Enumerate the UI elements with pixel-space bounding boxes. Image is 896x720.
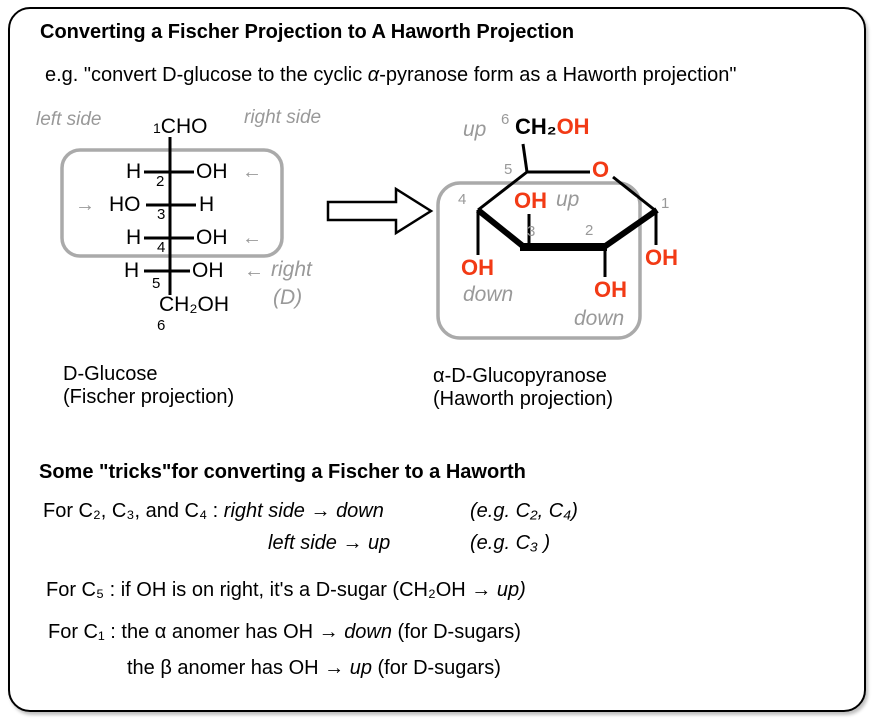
haworth-c4-oh: OH [461,255,494,280]
haworth-highlight-box [436,181,642,340]
haworth-up-c6-label: up [463,118,487,141]
fischer-c5-right-atom: OH [192,259,224,282]
fischer-c4-number: 4 [157,239,166,256]
bond-o-c1 [612,175,657,213]
haworth-c2-number: 2 [585,222,594,239]
fischer-caption: D-Glucose (Fischer projection) [63,363,234,409]
trick-rule-c234: For C₂, C₃, and C₄ : right side → down [43,500,384,522]
haworth-c3-number: 3 [527,223,536,240]
haworth-c5-number: 5 [504,161,513,178]
rule1-down: down [336,500,384,522]
haworth-c6-formula: CH₂OH [515,114,590,139]
subtitle-text-pre: e.g. "convert D-glucose to the cyclic [45,64,368,86]
rule1-example: (e.g. C₂, C₄) [470,500,578,522]
rule5-pre: the β anomer has OH → [127,657,350,679]
fischer-c6-formula: CH₂OH [159,293,229,316]
outer-border [8,7,866,712]
haworth-c3-oh: OH [514,188,547,213]
trick-rule-c1-alpha: For C₁ : the α anomer has OH → down (for… [48,621,521,643]
haworth-c2-oh: OH [594,277,627,302]
haworth-c6-oh: OH [556,114,590,139]
haworth-caption-type: (Haworth projection) [433,388,614,410]
haworth-c1-oh: OH [645,245,678,270]
haworth-c1-number: 1 [661,195,670,212]
haworth-c4-number: 4 [458,191,467,208]
fischer-c1-group: 1CHO [153,115,207,138]
fischer-d-config-label: (D) [273,286,303,309]
bond-c5-c4 [477,170,528,212]
fischer-c5-number: 5 [152,275,161,292]
haworth-caption-name: α-D-Glucopyranose [433,365,607,387]
rule4-down: down [344,621,392,643]
haworth-down-c2-label: down [574,307,625,330]
page-title: Converting a Fischer Projection to A Haw… [40,21,575,43]
bond-c4-c3-wedge [476,207,526,250]
fischer-c4-left-atom: H [126,226,142,249]
conversion-arrow [326,186,434,236]
fischer-c5-left-atom: H [124,259,140,282]
rule1-arrow: → [304,500,337,522]
fischer-c2-arrow-icon: ← [242,161,262,183]
fischer-c1-formula: CHO [160,115,208,138]
haworth-caption: α-D-Glucopyranose (Haworth projection) [433,365,613,411]
trick-rule-left-side: left side → up [268,532,391,554]
rule5-up: up [349,657,372,679]
fischer-c3-arrow-icon: → [75,194,95,216]
rule1-right-side: right side [223,500,305,522]
rule5-post: (for D-sugars) [371,657,501,679]
fischer-c3-left-atom: HO [109,193,141,216]
page-subtitle: e.g. "convert D-glucose to the cyclic α-… [45,64,736,86]
trick-rule-c1-beta: the β anomer has OH → up (for D-sugars) [127,657,501,679]
rule4-pre: For C₁ : the α anomer has OH → [48,621,345,643]
rule4-post: (for D-sugars) [392,621,521,643]
fischer-c2-number: 2 [156,173,165,190]
fischer-c1-number: 1 [153,120,161,136]
rule3-pre: For C₅ : if OH is on right, it's a D-sug… [46,579,497,601]
haworth-c6-number: 6 [501,111,510,128]
rule3-up: up) [496,579,526,601]
tricks-heading: Some "tricks"for converting a Fischer to… [39,461,526,483]
fischer-c4-right-atom: OH [196,226,228,249]
fischer-c6-number: 6 [157,317,166,334]
trick-rule-c5: For C₅ : if OH is on right, it's a D-sug… [46,579,526,601]
fischer-c5-arrow-icon: ← [244,260,264,282]
fischer-c3-right-atom: H [199,193,215,216]
bond-c2-c1-wedge [602,207,659,250]
subtitle-text-post: -pyranose form as a Haworth projection" [379,64,737,86]
fischer-caption-type: (Fischer projection) [63,386,235,408]
fischer-caption-name: D-Glucose [63,363,158,385]
fischer-left-side-label: left side [36,109,102,130]
fischer-c2-left-atom: H [126,160,142,183]
fischer-highlight-box [60,148,284,258]
fischer-right-side-label: right side [244,107,322,128]
rule1-pre: For C₂, C₃, and C₄ : [43,500,224,522]
subtitle-alpha-symbol: α [367,64,380,86]
bond-c5-c6 [521,143,529,173]
haworth-down-c4-label: down [463,283,514,306]
haworth-ring-oxygen: O [592,157,610,182]
rule2-example: (e.g. C₃ ) [470,532,551,554]
fischer-c3-number: 3 [157,206,166,223]
fischer-c2-right-atom: OH [196,160,228,183]
fischer-c4-arrow-icon: ← [242,227,262,249]
fischer-right-d-label: right [271,258,312,281]
haworth-c6-ch2: CH₂ [515,114,557,139]
haworth-up-c3-label: up [556,188,580,211]
